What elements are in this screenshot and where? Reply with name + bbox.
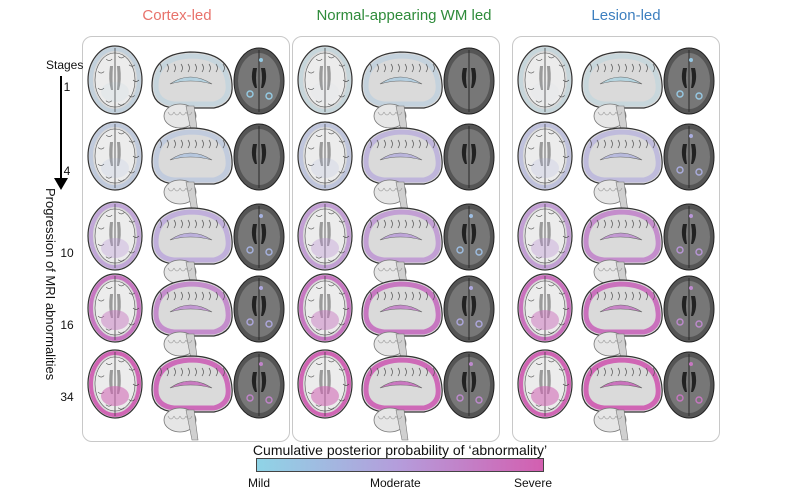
mri-slice-image (663, 203, 715, 271)
axial-brain-image (87, 273, 143, 343)
mri-slice-image (443, 203, 495, 271)
title-cortex-led: Cortex-led (142, 7, 212, 24)
axial-brain-image (297, 273, 353, 343)
sagittal-brain-image (581, 127, 663, 213)
stage-label: 10 (60, 246, 74, 260)
axial-brain-image (297, 201, 353, 271)
colorbar-title: Cumulative posterior probability of ‘abn… (252, 442, 548, 458)
sagittal-brain-image (151, 127, 233, 213)
stage-label: 1 (63, 80, 71, 94)
sagittal-brain-image (151, 279, 233, 365)
mri-slice-image (663, 275, 715, 343)
mri-slice-image (663, 47, 715, 115)
progression-arrow (60, 76, 62, 180)
colorbar (256, 458, 544, 472)
sagittal-brain-image (581, 207, 663, 293)
axial-brain-image (517, 273, 573, 343)
mri-slice-image (233, 275, 285, 343)
progression-arrow-head (54, 178, 68, 190)
title-nawm-led: Normal-appearing WM led (316, 7, 492, 24)
axial-brain-image (87, 121, 143, 191)
axial-brain-image (517, 201, 573, 271)
stage-label: 4 (63, 164, 71, 178)
stage-label: 34 (60, 390, 74, 404)
mri-slice-image (663, 123, 715, 191)
mri-slice-image (663, 351, 715, 419)
sagittal-brain-image (361, 127, 443, 213)
sagittal-brain-image (151, 51, 233, 137)
sagittal-brain-image (581, 51, 663, 137)
mri-slice-image (443, 275, 495, 343)
axial-brain-image (87, 45, 143, 115)
sagittal-brain-image (361, 207, 443, 293)
progression-label: Progression of MRI abnormalities (43, 188, 58, 381)
axial-brain-image (517, 121, 573, 191)
title-lesion-led: Lesion-led (591, 7, 661, 24)
axial-brain-image (297, 349, 353, 419)
mri-slice-image (443, 123, 495, 191)
mri-slice-image (233, 47, 285, 115)
sagittal-brain-image (581, 279, 663, 365)
stage-label: 16 (60, 318, 74, 332)
mri-slice-image (233, 351, 285, 419)
axial-brain-image (517, 45, 573, 115)
sagittal-brain-image (361, 279, 443, 365)
colorbar-label-mild: Mild (248, 476, 271, 490)
axial-brain-image (87, 201, 143, 271)
mri-slice-image (233, 123, 285, 191)
colorbar-label-moderate: Moderate (370, 476, 421, 490)
mri-slice-image (443, 351, 495, 419)
stages-label: Stages (46, 58, 84, 72)
sagittal-brain-image (581, 355, 663, 441)
sagittal-brain-image (361, 355, 443, 441)
mri-slice-image (443, 47, 495, 115)
colorbar-label-severe: Severe (514, 476, 553, 490)
axial-brain-image (87, 349, 143, 419)
sagittal-brain-image (361, 51, 443, 137)
axial-brain-image (517, 349, 573, 419)
axial-brain-image (297, 45, 353, 115)
sagittal-brain-image (151, 207, 233, 293)
axial-brain-image (297, 121, 353, 191)
sagittal-brain-image (151, 355, 233, 441)
mri-slice-image (233, 203, 285, 271)
